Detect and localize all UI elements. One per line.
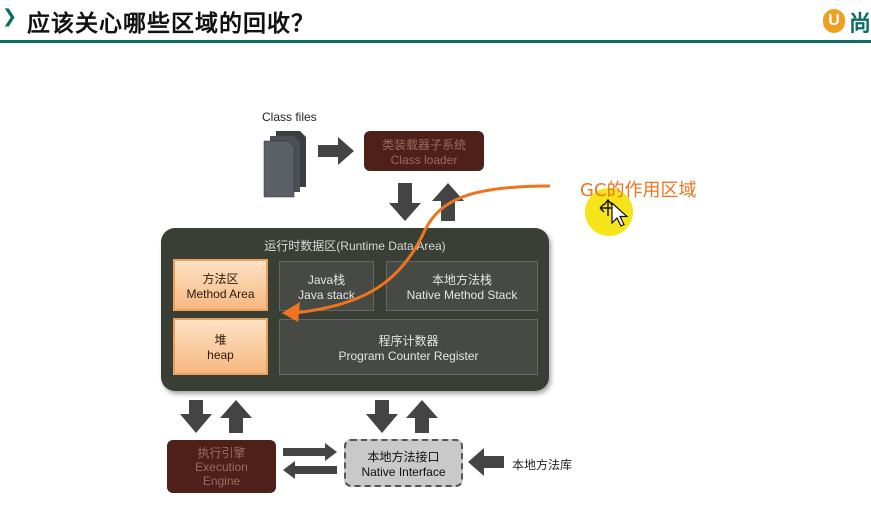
arrow-up-icon: [220, 400, 252, 433]
cursor-move-icon: [599, 198, 629, 227]
pc-register-en: Program Counter Register: [338, 348, 479, 363]
logo-icon: U: [823, 9, 845, 33]
native-interface-box: 本地方法接口 Native Interface: [344, 439, 463, 487]
class-files-label: Class files: [262, 110, 317, 124]
arrow-down-icon: [389, 183, 421, 221]
class-files-icon: [263, 131, 306, 198]
arrow-up-icon: [406, 400, 438, 433]
slide-title: 应该关心哪些区域的回收？: [27, 11, 315, 37]
logo-text: 尚: [849, 12, 871, 37]
heap-box: 堆 heap: [173, 318, 268, 375]
class-loader-cn: 类装载器子系统: [381, 137, 466, 152]
slide-header: ❯ 应该关心哪些区域的回收？ U 尚: [0, 0, 871, 43]
native-method-stack-cn: 本地方法栈: [431, 272, 492, 287]
native-method-stack-box: 本地方法栈 Native Method Stack: [386, 261, 538, 311]
heap-cn: 堆: [214, 333, 227, 347]
method-area-box: 方法区 Method Area: [173, 259, 268, 311]
pc-register-box: 程序计数器 Program Counter Register: [279, 319, 538, 375]
arrow-down-icon: [180, 400, 212, 433]
gc-annotation-label: GC的作用区域: [580, 180, 697, 201]
pc-register-cn: 程序计数器: [378, 333, 439, 348]
orange-arrowhead-icon: [282, 302, 300, 322]
execution-engine-cn: 执行引擎: [197, 445, 246, 460]
arrow-down-icon: [366, 400, 398, 433]
header-divider: [0, 40, 871, 43]
arrow-left-icon: [283, 461, 337, 479]
arrow-right-icon: [318, 137, 354, 165]
class-loader-en: Class loader: [390, 152, 458, 167]
arrow-left-icon: [468, 448, 504, 476]
method-area-cn: 方法区: [202, 271, 239, 286]
arrow-up-icon: [432, 183, 464, 221]
chevron-right-icon: ❯: [2, 6, 18, 27]
native-interface-en: Native Interface: [361, 464, 446, 479]
java-stack-en: Java stack: [298, 287, 355, 302]
native-interface-cn: 本地方法接口: [367, 449, 440, 464]
method-area-en: Method Area: [186, 286, 255, 301]
execution-engine-box: 执行引擎 Execution Engine: [167, 440, 276, 493]
execution-engine-en2: Engine: [202, 473, 241, 488]
runtime-data-area-title: 运行时数据区(Runtime Data Area): [264, 239, 446, 253]
java-stack-box: Java栈 Java stack: [279, 261, 374, 311]
native-library-label: 本地方法库: [512, 458, 573, 472]
java-stack-cn: Java栈: [307, 272, 346, 287]
class-loader-box: 类装载器子系统 Class loader: [364, 131, 484, 171]
arrow-right-icon: [283, 443, 337, 461]
execution-engine-en1: Execution: [195, 459, 248, 474]
native-method-stack-en: Native Method Stack: [406, 287, 518, 302]
heap-en: heap: [207, 348, 234, 362]
